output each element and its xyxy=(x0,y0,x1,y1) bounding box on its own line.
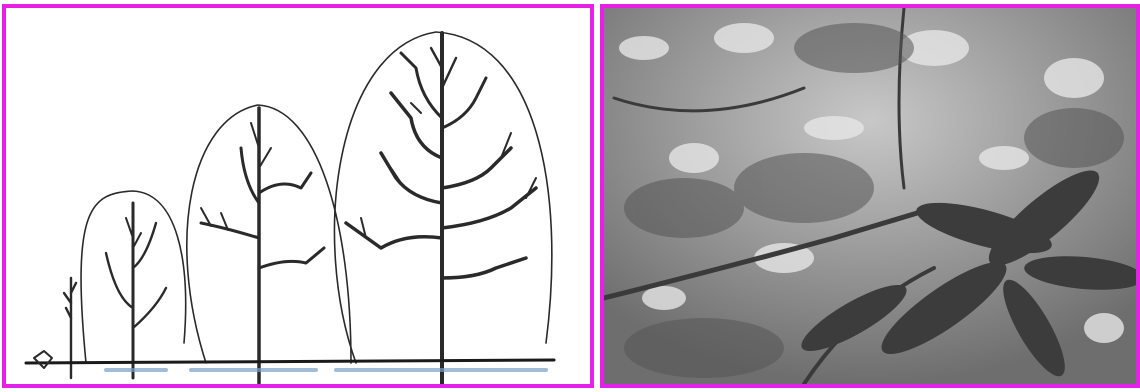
arrow-marker-icon xyxy=(34,351,52,368)
forest-canopy-photo xyxy=(604,8,1136,384)
crown-outline-stage-3 xyxy=(187,105,351,363)
tree-stage-4 xyxy=(346,33,536,384)
tree-stage-2 xyxy=(106,203,166,378)
forest-canopy-photo-panel xyxy=(600,4,1140,388)
ground-line xyxy=(26,360,554,363)
tree-stage-3 xyxy=(201,108,324,383)
tree-architecture-drawing-panel xyxy=(2,4,594,388)
tree-architecture-drawing xyxy=(6,8,590,384)
